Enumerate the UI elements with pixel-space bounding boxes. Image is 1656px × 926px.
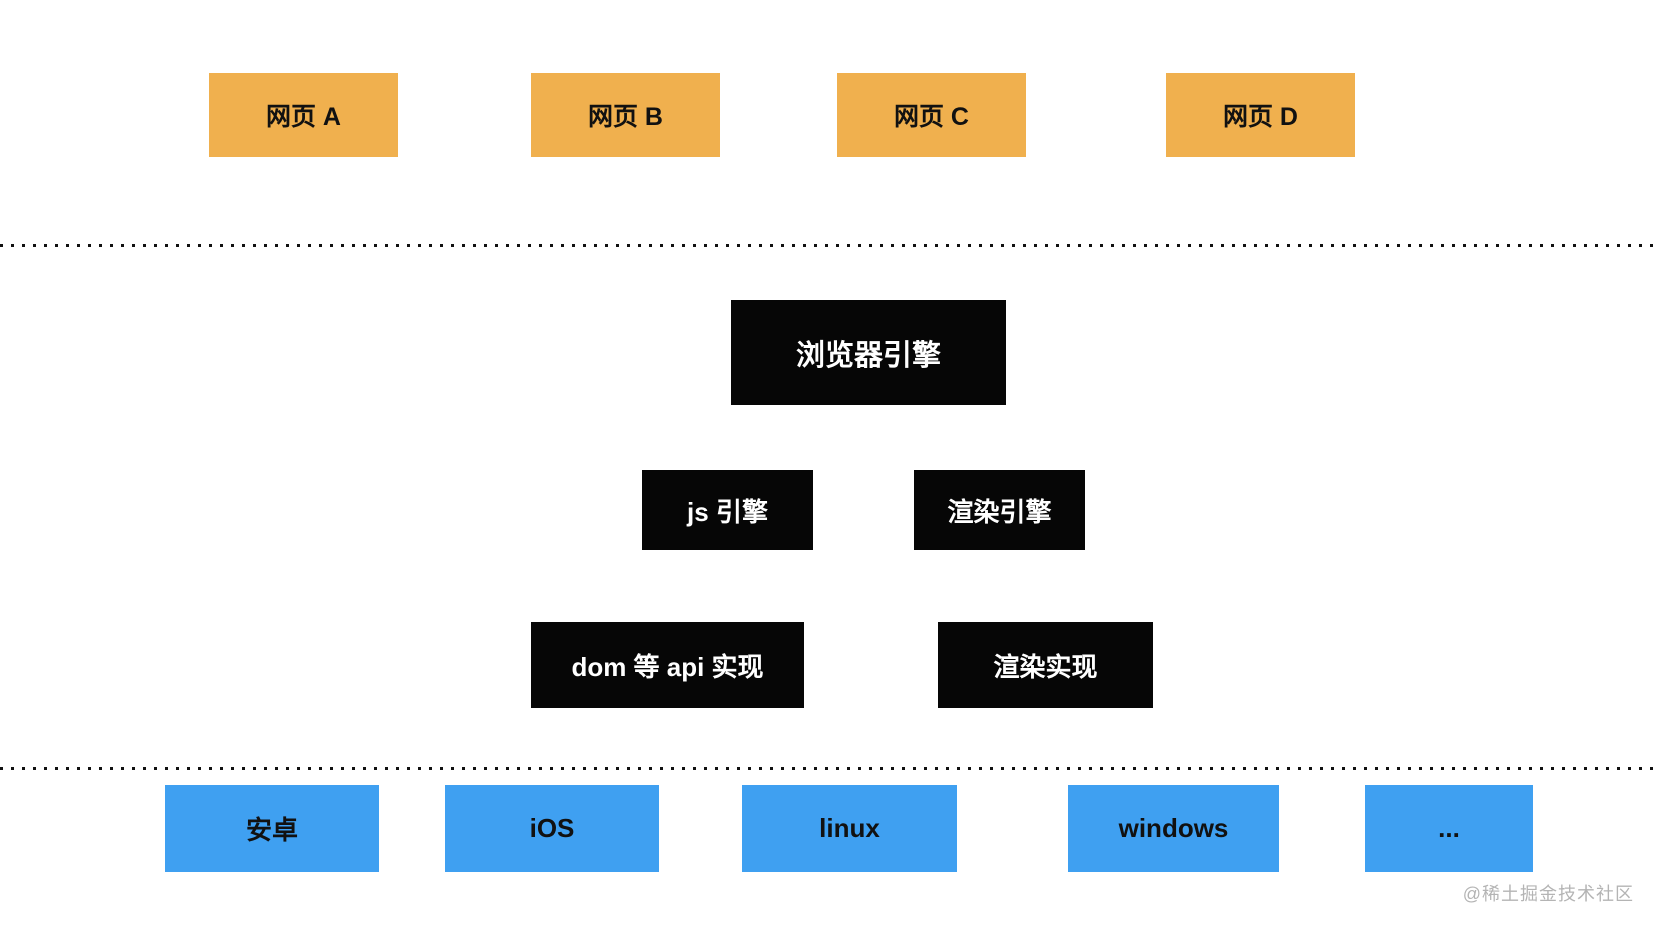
render-engine-box: 渲染引擎 bbox=[914, 470, 1085, 550]
browser-engine-box: 浏览器引擎 bbox=[731, 300, 1006, 405]
dom-api-implementation-box: dom 等 api 实现 bbox=[531, 622, 804, 708]
platform-ios-box: iOS bbox=[445, 785, 659, 872]
platform-more-box: ... bbox=[1365, 785, 1533, 872]
juejin-watermark: @稀土掘金技术社区 bbox=[1462, 884, 1634, 904]
platform-windows-box: windows bbox=[1068, 785, 1279, 872]
platform-android-box: 安卓 bbox=[165, 785, 379, 872]
platform-linux-box: linux bbox=[742, 785, 957, 872]
dotted-separator-top bbox=[0, 244, 1656, 247]
web-page-a-box: 网页 A bbox=[209, 73, 398, 157]
js-engine-box: js 引擎 bbox=[642, 470, 813, 550]
web-page-c-box: 网页 C bbox=[837, 73, 1026, 157]
dotted-separator-bottom bbox=[0, 767, 1656, 770]
web-page-b-box: 网页 B bbox=[531, 73, 720, 157]
render-implementation-box: 渲染实现 bbox=[938, 622, 1153, 708]
web-page-d-box: 网页 D bbox=[1166, 73, 1355, 157]
